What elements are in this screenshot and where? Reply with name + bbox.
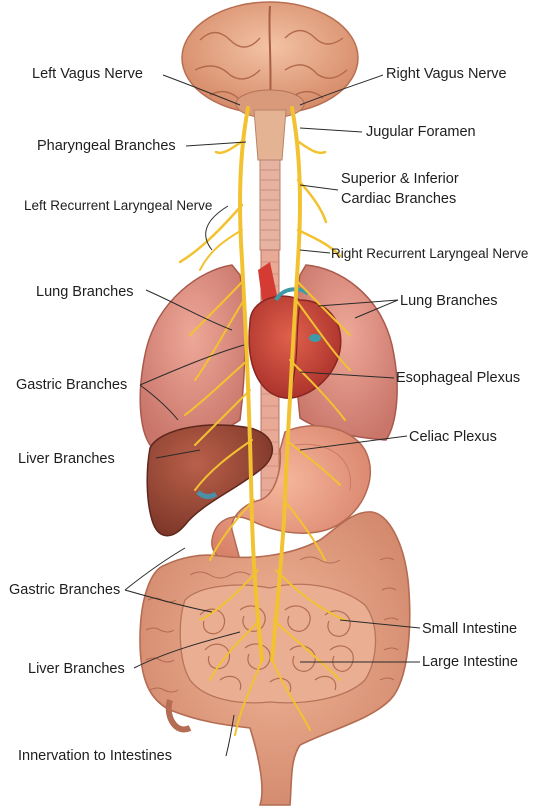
brain [182,2,358,118]
label-pharyngeal-branches: Pharyngeal Branches [37,137,176,155]
left-lung [140,265,245,445]
label-cardiac-branches-line2: Cardiac Branches [341,190,456,208]
label-liver-branches-lower: Liver Branches [28,660,125,678]
label-cardiac-branches-line1: Superior & Inferior [341,170,459,188]
label-lung-branches-left: Lung Branches [36,283,134,301]
label-left-recurrent-laryngeal-nerve: Left Recurrent Laryngeal Nerve [24,197,212,215]
label-innervation-to-intestines: Innervation to Intestines [18,747,172,765]
label-esophageal-plexus: Esophageal Plexus [396,369,520,387]
label-right-vagus-nerve: Right Vagus Nerve [386,65,507,83]
brainstem-spinal-column [254,110,286,250]
label-gastric-branches-upper: Gastric Branches [16,376,127,394]
label-left-vagus-nerve: Left Vagus Nerve [32,65,143,83]
label-right-recurrent-laryngeal-nerve: Right Recurrent Laryngeal Nerve [331,245,528,263]
label-lung-branches-right: Lung Branches [400,292,498,310]
label-small-intestine: Small Intestine [422,620,517,638]
label-jugular-foramen: Jugular Foramen [366,123,476,141]
label-liver-branches-upper: Liver Branches [18,450,115,468]
label-large-intestine: Large Intestine [422,653,518,671]
label-celiac-plexus: Celiac Plexus [409,428,497,446]
label-gastric-branches-lower: Gastric Branches [9,581,120,599]
